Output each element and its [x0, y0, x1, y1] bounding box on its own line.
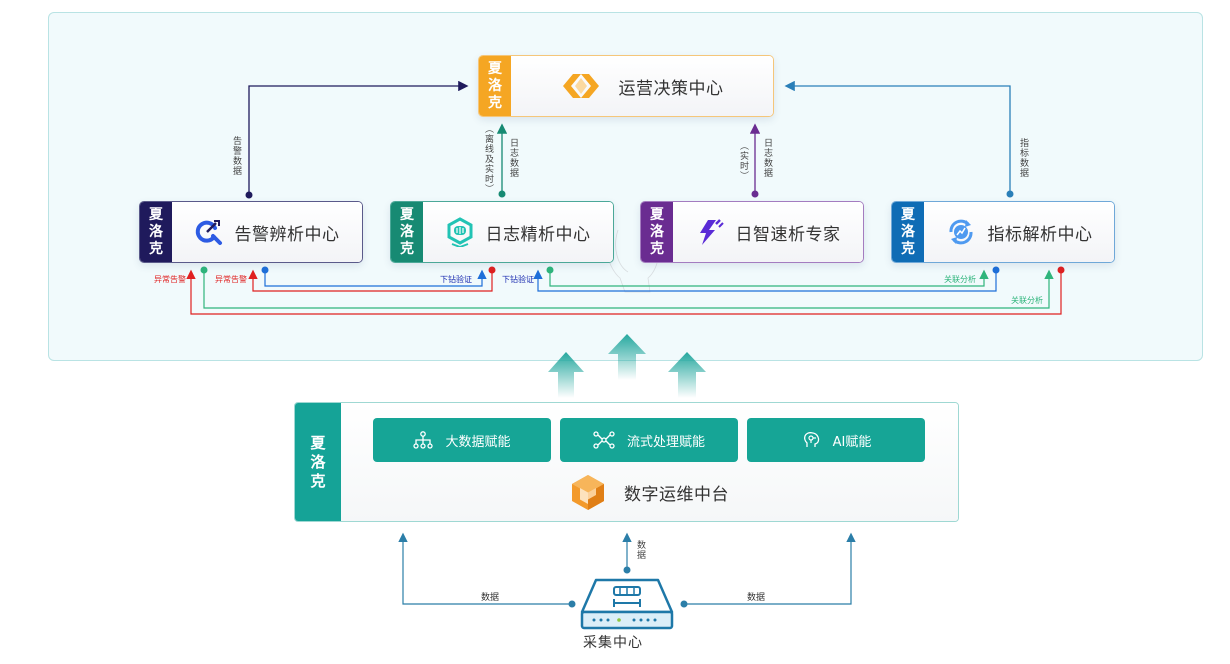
- collector-flow-label-center: 数据: [635, 540, 645, 560]
- flow-label-metric-data: 指标数据: [1018, 138, 1028, 178]
- brand-tag: 夏 洛 克: [295, 403, 341, 521]
- network-nodes-icon: [593, 431, 615, 449]
- brand-char: 夏: [310, 433, 326, 452]
- flow-label-correlation-2: 关联分析: [1011, 296, 1043, 305]
- collector-flow-label-left: 数据: [481, 593, 500, 603]
- platform-title-label: 数字运维中台: [624, 484, 729, 505]
- brand-char: 克: [488, 94, 502, 111]
- brand-tag: 夏 洛 克: [641, 202, 673, 262]
- collector-flow-label-right: 数据: [747, 593, 766, 603]
- flow-label-anomaly-alarm-1: 异常告警: [154, 275, 186, 284]
- node-smart-expert[interactable]: 夏 洛 克 日智速析专家: [640, 201, 864, 263]
- wire-collector-center: [622, 532, 632, 574]
- brand-char: 洛: [310, 452, 326, 471]
- brand-char: 夏: [650, 206, 664, 223]
- brand-char: 洛: [149, 223, 163, 240]
- brand-tag: 夏 洛 克: [140, 202, 172, 262]
- collector-device-icon: [580, 578, 674, 630]
- hierarchy-icon: [413, 431, 434, 449]
- flow-label-smart-data: 日志数据: [762, 138, 772, 178]
- log-center-label: 日志精析中心: [485, 224, 591, 245]
- brand-char: 洛: [400, 223, 414, 240]
- node-metric-center[interactable]: 夏 洛 克 指标解析中心: [891, 201, 1115, 263]
- flow-label-anomaly-alarm-2: 异常告警: [215, 275, 247, 284]
- brand-char: 洛: [488, 77, 502, 94]
- capability-label: 大数据赋能: [445, 434, 511, 450]
- cube-logo-icon: [572, 475, 604, 510]
- flow-label-correlation-1: 关联分析: [944, 275, 976, 284]
- decision-center-label: 运营决策中心: [618, 78, 724, 99]
- node-decision-center[interactable]: 夏 洛 克 运营决策中心: [478, 55, 774, 117]
- brand-char: 洛: [650, 223, 664, 240]
- flow-label-drill-verify-1: 下钻验证: [440, 275, 472, 284]
- capability-stream-processing[interactable]: 流式处理赋能: [560, 418, 738, 462]
- node-log-center[interactable]: 夏 洛 克 日志精析中心: [390, 201, 614, 263]
- brand-char: 克: [650, 240, 664, 257]
- ai-head-icon: [803, 432, 819, 447]
- flow-note-log: （离线及实时）: [483, 124, 493, 194]
- smart-expert-label: 日智速析专家: [735, 224, 841, 245]
- audio-wave-shield-icon: [447, 217, 472, 247]
- collector-label: 采集中心: [583, 635, 643, 651]
- brand-char: 夏: [400, 206, 414, 223]
- brand-char: 夏: [901, 206, 915, 223]
- capability-label: 流式处理赋能: [626, 434, 705, 450]
- flow-note-smart: （实时）: [738, 141, 748, 181]
- brand-tag: 夏 洛 克: [391, 202, 423, 262]
- brand-char: 克: [310, 471, 326, 490]
- capability-label: AI赋能: [832, 434, 872, 450]
- flow-label-alarm-data: 告警数据: [231, 136, 241, 176]
- brand-tag: 夏 洛 克: [479, 56, 511, 116]
- metric-center-label: 指标解析中心: [987, 224, 1093, 245]
- wire-collector-right: [680, 532, 856, 608]
- lightning-bolt-icon: [699, 219, 724, 245]
- alarm-center-label: 告警辨析中心: [234, 224, 340, 245]
- brand-char: 克: [400, 240, 414, 257]
- diamond-logo-icon: [562, 74, 599, 98]
- digital-ops-platform[interactable]: 夏 洛 克 大数据赋能: [294, 402, 959, 522]
- brand-char: 洛: [901, 223, 915, 240]
- brand-char: 夏: [149, 206, 163, 223]
- flow-label-drill-verify-2: 下钻验证: [502, 275, 534, 284]
- flow-label-log-data: 日志数据: [508, 138, 518, 178]
- capability-ai[interactable]: AI赋能: [747, 418, 925, 462]
- node-alarm-center[interactable]: 夏 洛 克 告警辨析中心: [139, 201, 363, 263]
- platform-title: 数字运维中台: [341, 473, 958, 511]
- capability-big-data[interactable]: 大数据赋能: [373, 418, 551, 462]
- brand-tag: 夏 洛 克: [892, 202, 924, 262]
- brand-char: 克: [149, 240, 163, 257]
- refresh-chart-icon: [948, 219, 973, 245]
- brand-char: 夏: [488, 60, 502, 77]
- target-search-icon: [195, 220, 222, 245]
- brand-char: 克: [901, 240, 915, 257]
